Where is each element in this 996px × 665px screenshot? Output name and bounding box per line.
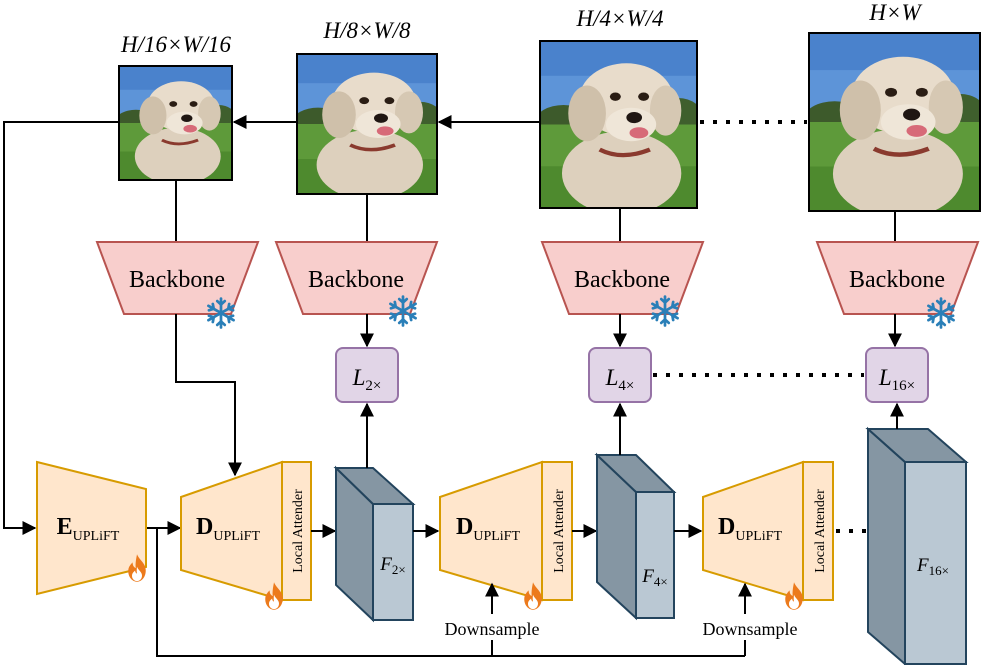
resolution-label-16: H/16×W/16	[120, 32, 232, 57]
decoder-uplift-1: DUPLiFT Local Attender	[180, 460, 312, 610]
image-h8	[296, 53, 438, 195]
feature-f2x: F2×	[333, 465, 416, 623]
svg-text:L2×: L2×	[352, 365, 382, 394]
decoder-uplift-2: DUPLiFT Local Attender	[439, 460, 573, 610]
svg-text:F2×: F2×	[379, 554, 405, 577]
local-attender-label: Local Attender	[813, 489, 828, 573]
loss-4x: L4×	[588, 347, 652, 403]
loss-16x: L16×	[865, 347, 929, 403]
encoder-uplift: EUPLiFT	[36, 460, 147, 596]
backbone-4: Backbone	[815, 241, 980, 329]
resolution-label-full: H×W	[868, 0, 922, 25]
svg-text:Backbone: Backbone	[849, 267, 945, 293]
svg-text:F16×: F16×	[916, 555, 949, 578]
loss-2x: L2×	[335, 347, 399, 403]
svg-text:Backbone: Backbone	[129, 267, 225, 293]
svg-text:L4×: L4×	[605, 365, 635, 394]
downsample-label-2: Downsample	[703, 619, 798, 639]
svg-text:DUPLiFT: DUPLiFT	[456, 514, 520, 544]
svg-text:DUPLiFT: DUPLiFT	[196, 514, 260, 544]
downsample-label-1: Downsample	[445, 619, 540, 639]
backbone-3: Backbone	[540, 241, 705, 327]
svg-text:Backbone: Backbone	[308, 267, 404, 293]
svg-text:L16×: L16×	[878, 365, 915, 394]
svg-text:F4×: F4×	[641, 566, 667, 589]
decoder-uplift-3: DUPLiFT Local Attender	[702, 460, 834, 610]
image-full	[808, 32, 981, 212]
resolution-label-8: H/8×W/8	[322, 18, 411, 43]
image-h16	[118, 65, 233, 181]
image-h4	[539, 40, 698, 209]
local-attender-label: Local Attender	[291, 489, 306, 573]
resolution-label-4: H/4×W/4	[575, 6, 663, 31]
svg-text:EUPLiFT: EUPLiFT	[57, 514, 120, 544]
svg-text:Backbone: Backbone	[574, 267, 670, 293]
svg-text:DUPLiFT: DUPLiFT	[718, 514, 782, 544]
feature-f16x: F16×	[865, 426, 969, 665]
local-attender-label: Local Attender	[552, 489, 567, 573]
backbone-1: Backbone	[95, 241, 260, 329]
backbone-2: Backbone	[274, 241, 439, 327]
feature-f4x: F4×	[594, 452, 677, 621]
